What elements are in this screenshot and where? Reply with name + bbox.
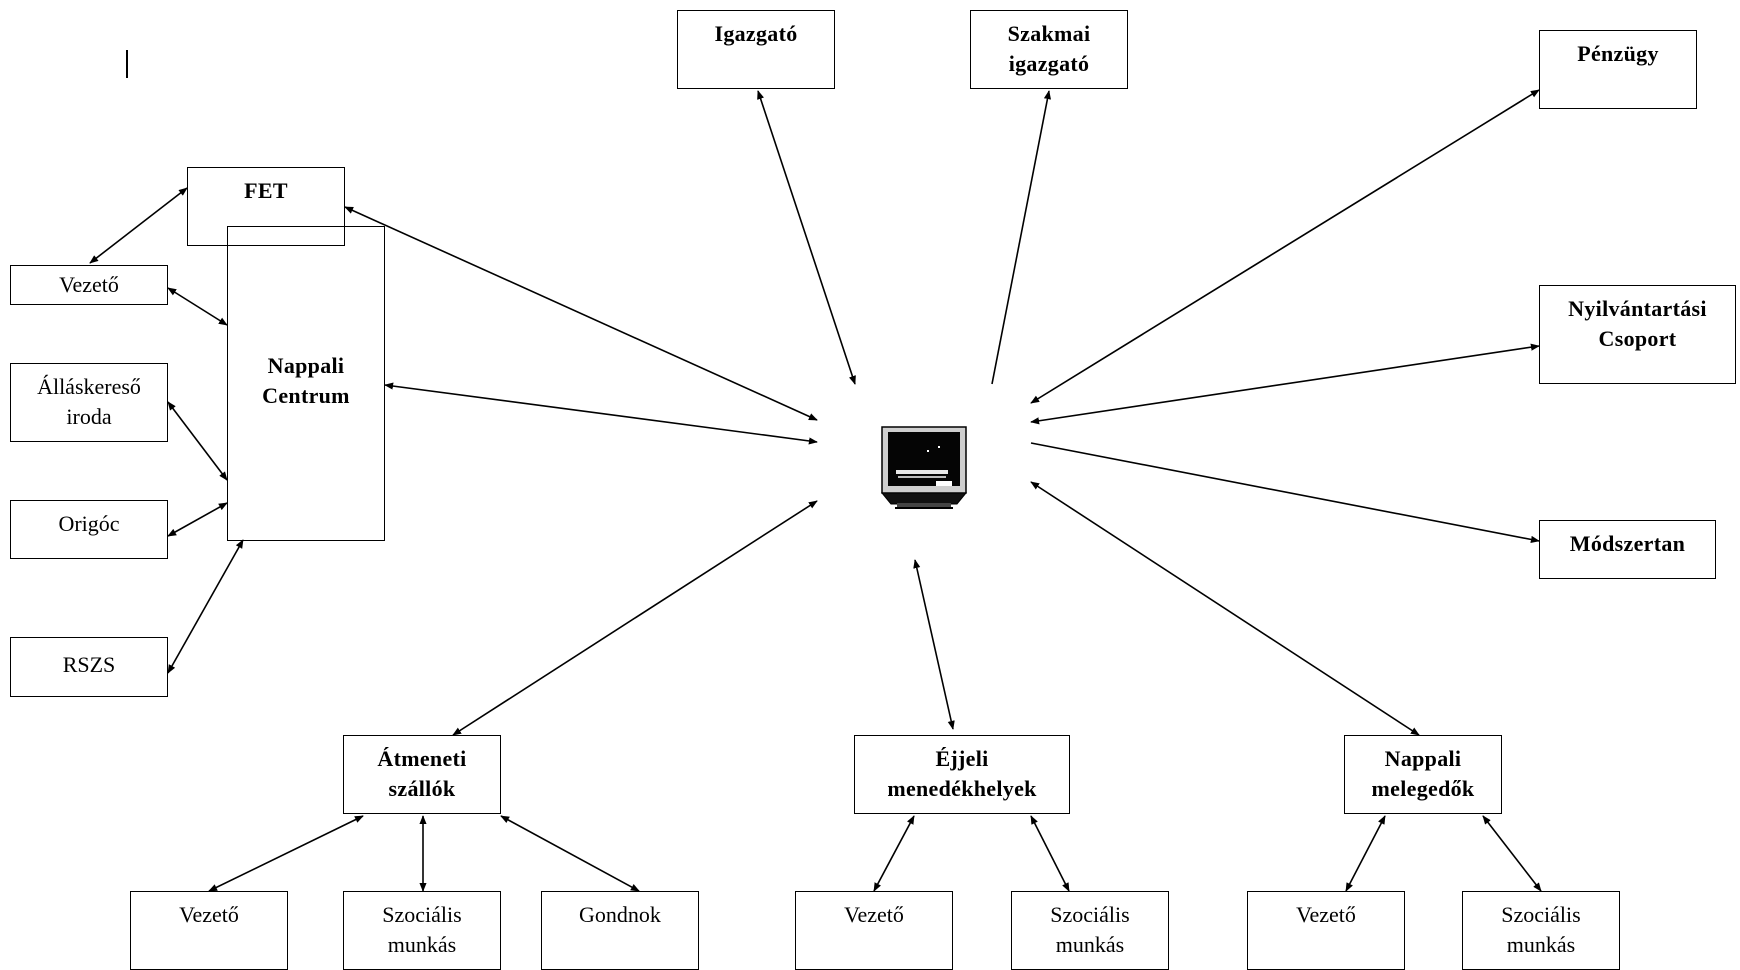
- box-szakmai-line1: Szakmai: [1007, 21, 1091, 46]
- connector-nappali-centrum-hub: [384, 382, 818, 445]
- box-nappali-melegedok-line1: Nappali: [1384, 746, 1462, 771]
- connector-nappali-melegedok-hub: [1030, 481, 1420, 736]
- connector-atmeneti-vezeto: [208, 815, 364, 892]
- box-ejjeli-vezeto-line1: Vezető: [844, 902, 904, 927]
- connector-ejjeli-vezeto: [873, 815, 915, 892]
- connector-origoc-nappali-centrum: [167, 502, 228, 537]
- box-allaskereso-line2: iroda: [66, 404, 112, 429]
- box-nappali-melegedok: Nappali melegedők: [1344, 735, 1502, 814]
- box-igazgato: Igazgató: [677, 10, 835, 89]
- connector-allaskereso-nappali-centrum: [167, 401, 228, 481]
- connector-ejjeli-szocialis: [1030, 815, 1070, 892]
- box-nm-szocialis-line1: Szociális: [1501, 902, 1581, 927]
- box-atmeneti-szocialis-line1: Szociális: [382, 902, 462, 927]
- box-origoc-line1: Origóc: [58, 511, 120, 536]
- box-ejjeli-line1: Éjjeli: [935, 746, 989, 771]
- box-modszertan: Módszertan: [1539, 520, 1716, 579]
- box-atmeneti-gondnok: Gondnok: [541, 891, 699, 970]
- box-allaskereso-iroda: Álláskereső iroda: [10, 363, 168, 442]
- box-atmeneti-line2: szállók: [388, 776, 456, 801]
- box-nc-vezeto: Vezető: [10, 265, 168, 305]
- connector-fet-hub: [344, 206, 818, 421]
- box-atmeneti-vezeto: Vezető: [130, 891, 288, 970]
- box-nappali-centrum-line1: Nappali: [267, 353, 345, 378]
- box-ejjeli-vezeto: Vezető: [795, 891, 953, 970]
- box-nappali-melegedok-line2: melegedők: [1371, 776, 1475, 801]
- box-atmeneti-szallok: Átmeneti szállók: [343, 735, 501, 814]
- box-fet: FET: [187, 167, 345, 246]
- box-allaskereso-line1: Álláskereső: [37, 374, 141, 399]
- connector-vezeto-nappali-centrum: [167, 287, 228, 326]
- box-nyilvantartasi-csoport: Nyilvántartási Csoport: [1539, 285, 1736, 384]
- box-ejjeli-szocialis-munkas: Szociális munkás: [1011, 891, 1169, 970]
- connector-fet-vezeto: [89, 187, 188, 264]
- box-nappali-centrum: Nappali Centrum: [227, 226, 385, 541]
- box-fet-line1: FET: [244, 178, 288, 203]
- box-nyilvantartasi-line1: Nyilvántartási: [1568, 296, 1707, 321]
- connector-atmeneti-gondnok: [500, 815, 640, 892]
- box-penzugy: Pénzügy: [1539, 30, 1697, 109]
- connector-rszs-nappali-centrum: [167, 539, 244, 674]
- connector-atmeneti-hub: [452, 500, 818, 736]
- connector-igazgato-hub: [757, 90, 856, 385]
- box-rszs: RSZS: [10, 637, 168, 697]
- text-cursor: [126, 50, 128, 78]
- connector-nappali-melegedok-szocialis: [1482, 815, 1542, 892]
- box-nappali-melegedok-szocialis-munkas: Szociális munkás: [1462, 891, 1620, 970]
- connector-nappali-melegedok-vezeto: [1345, 815, 1386, 892]
- box-penzugy-line1: Pénzügy: [1577, 41, 1659, 66]
- box-rszs-line1: RSZS: [62, 652, 116, 677]
- box-nappali-melegedok-vezeto: Vezető: [1247, 891, 1405, 970]
- box-atmeneti-szocialis-line2: munkás: [387, 932, 457, 957]
- box-nappali-centrum-line2: Centrum: [262, 383, 350, 408]
- box-ejjeli-menedekhelyek: Éjjeli menedékhelyek: [854, 735, 1070, 814]
- connector-szakmai-hub: [991, 90, 1051, 385]
- connector-modszertan-hub: [1030, 442, 1540, 544]
- connector-penzugy-hub: [1030, 89, 1540, 404]
- box-atmeneti-line1: Átmeneti: [377, 746, 467, 771]
- connector-ejjeli-hub: [913, 559, 955, 730]
- box-atmeneti-gondnok-line1: Gondnok: [579, 902, 661, 927]
- box-modszertan-line1: Módszertan: [1569, 531, 1686, 556]
- box-szakmai-igazgato: Szakmai igazgató: [970, 10, 1128, 89]
- box-nc-vezeto-line1: Vezető: [59, 272, 119, 297]
- box-nyilvantartasi-line2: Csoport: [1598, 326, 1677, 351]
- box-ejjeli-szocialis-line2: munkás: [1055, 932, 1125, 957]
- box-igazgato-line1: Igazgató: [714, 21, 798, 46]
- box-nm-vezeto-line1: Vezető: [1296, 902, 1356, 927]
- connector-nyilvantartasi-hub: [1030, 343, 1540, 425]
- box-ejjeli-line2: menedékhelyek: [887, 776, 1037, 801]
- box-atmeneti-vezeto-line1: Vezető: [179, 902, 239, 927]
- box-szakmai-line2: igazgató: [1008, 51, 1090, 76]
- box-atmeneti-szocialis-munkas: Szociális munkás: [343, 891, 501, 970]
- box-origoc: Origóc: [10, 500, 168, 559]
- box-nm-szocialis-line2: munkás: [1506, 932, 1576, 957]
- box-ejjeli-szocialis-line1: Szociális: [1050, 902, 1130, 927]
- computer-monitor-icon: [880, 426, 968, 509]
